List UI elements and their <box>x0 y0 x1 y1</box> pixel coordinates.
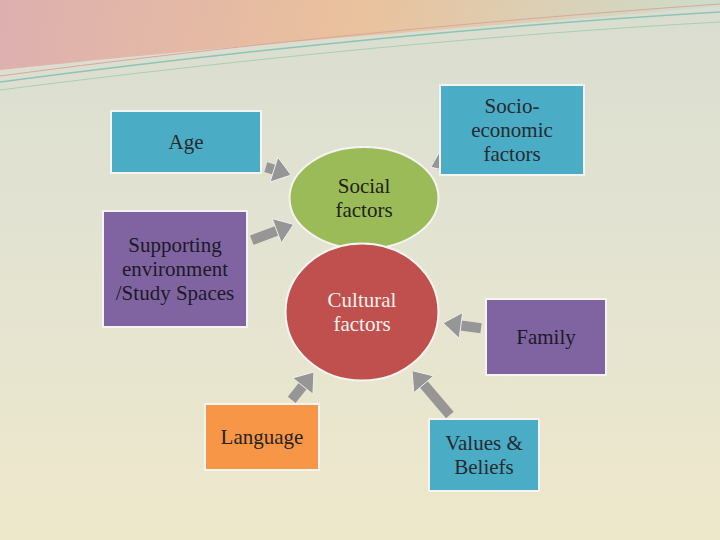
swoosh-line <box>0 4 720 76</box>
block-arrow <box>443 313 481 339</box>
arrow-head <box>412 371 434 393</box>
circle-shape <box>290 147 439 249</box>
node-label: Cultural factors <box>306 288 418 336</box>
swoosh-line <box>0 22 720 90</box>
arrow-shaft <box>292 384 304 399</box>
arrow-head <box>443 313 463 339</box>
block-arrow <box>412 371 450 415</box>
factor-box: Values & Beliefs <box>428 418 540 492</box>
arrow-shaft <box>422 383 449 415</box>
block-arrow <box>292 372 314 400</box>
factor-box: Language <box>204 403 320 471</box>
arrow-head <box>293 372 314 394</box>
node-label: Supporting environment /Study Spaces <box>110 233 240 305</box>
block-arrow <box>252 219 294 243</box>
swoosh-line <box>0 12 720 82</box>
node-label: Language <box>221 425 304 449</box>
arrow-shaft <box>459 325 481 328</box>
factor-box: Socio-economic factors <box>439 84 585 176</box>
node-label: Social factors <box>310 174 418 222</box>
node-label: Socio-economic factors <box>447 94 577 166</box>
node-label: Age <box>169 130 204 154</box>
block-arrow <box>266 157 291 182</box>
node-label: Values & Beliefs <box>436 431 532 479</box>
circle-shape <box>286 243 439 380</box>
node-label: Family <box>516 325 576 349</box>
arrow-head <box>272 219 293 243</box>
arrow-shaft <box>252 230 279 240</box>
factor-box: Supporting environment /Study Spaces <box>102 210 248 328</box>
factor-box: Age <box>110 110 262 174</box>
factor-box: Family <box>485 298 607 376</box>
factor-circle: Cultural factors <box>284 242 440 382</box>
arrow-head <box>270 157 291 182</box>
factor-circle: Social factors <box>288 146 440 250</box>
swoosh-band <box>0 0 720 70</box>
